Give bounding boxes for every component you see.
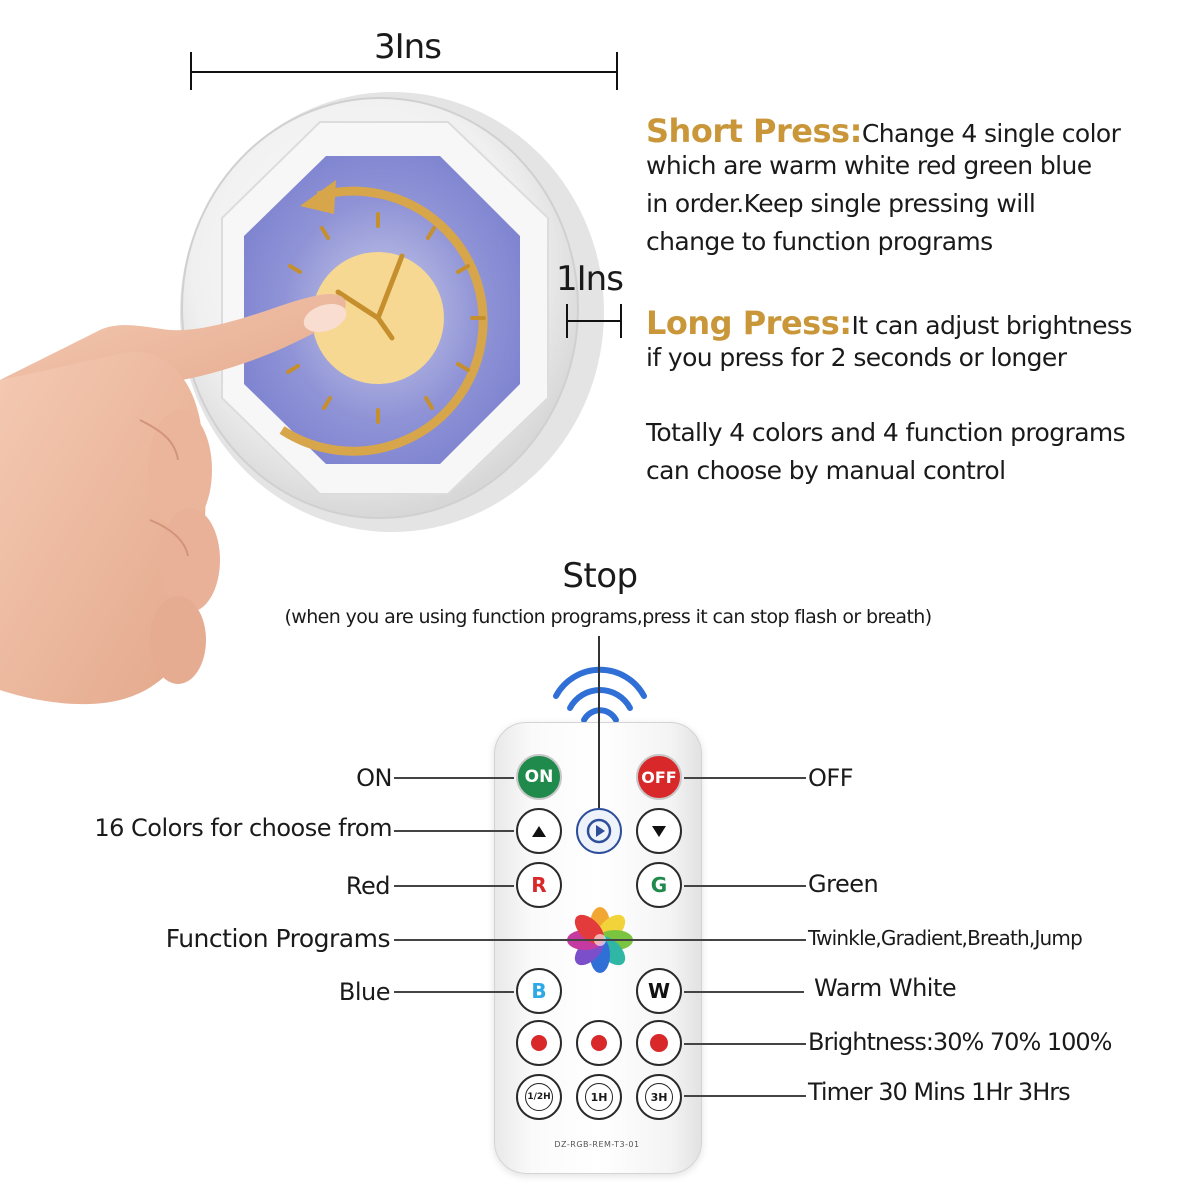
timer-1h-label: 1H: [585, 1083, 613, 1111]
leader-colors: [394, 830, 514, 832]
puck-light-illustration: [0, 92, 604, 705]
summary-line1: Totally 4 colors and 4 function programs: [646, 418, 1126, 447]
width-dimension-label: 3Ins: [374, 27, 442, 67]
leader-function: [394, 939, 610, 941]
signal-waves-icon: [553, 666, 647, 730]
leader-on: [394, 777, 514, 779]
timer-3h-label: 3H: [645, 1083, 673, 1111]
timer-3h-button[interactable]: 3H: [636, 1074, 682, 1120]
short-press-line4: change to function programs: [646, 227, 993, 256]
label-off: OFF: [808, 764, 854, 792]
leader-warm: [684, 991, 804, 993]
label-red: Red: [345, 872, 391, 900]
leader-modes: [604, 939, 806, 941]
long-press-line1: It can adjust brightness: [851, 311, 1133, 340]
leader-red: [394, 885, 514, 887]
height-dimension-tick-right: [620, 304, 622, 338]
off-button[interactable]: OFF: [636, 754, 682, 800]
short-press-title: Short Press:: [646, 112, 862, 150]
triangle-down-icon: [652, 825, 666, 837]
model-number: DZ-RGB-REM-T3-01: [554, 1140, 640, 1149]
leader-off: [684, 777, 806, 779]
brightness-30-button[interactable]: [516, 1020, 562, 1066]
width-dimension-tick-right: [616, 52, 618, 90]
red-button[interactable]: R: [516, 862, 562, 908]
height-dimension-tick-left: [566, 304, 568, 338]
on-button[interactable]: ON: [516, 754, 562, 800]
warm-white-button[interactable]: W: [636, 968, 682, 1014]
hand-icon: [0, 293, 347, 705]
sun-icon: [531, 1035, 547, 1051]
height-dimension-line: [566, 320, 622, 322]
label-brightness: Brightness:30% 70% 100%: [808, 1028, 1112, 1056]
label-on: ON: [356, 764, 392, 792]
brightness-70-button[interactable]: [576, 1020, 622, 1066]
stop-title: Stop: [562, 556, 638, 596]
leader-brightness: [684, 1043, 806, 1045]
label-function: Function Programs: [165, 924, 391, 953]
short-press-line1: Change 4 single color: [861, 119, 1121, 148]
short-press-block: Short Press:Change 4 single color which …: [646, 112, 1186, 261]
long-press-title: Long Press:: [646, 304, 852, 342]
sun-icon: [591, 1035, 607, 1051]
width-dimension-line: [190, 71, 618, 73]
stop-pointer-line: [598, 636, 600, 808]
width-dimension-tick-left: [190, 52, 192, 90]
blue-button[interactable]: B: [516, 968, 562, 1014]
leader-green: [684, 885, 806, 887]
label-colors: 16 Colors for choose from: [94, 814, 392, 842]
label-blue: Blue: [338, 978, 391, 1006]
brightness-100-button[interactable]: [636, 1020, 682, 1066]
label-warm: Warm White: [814, 974, 957, 1002]
stop-subtitle: (when you are using function programs,pr…: [284, 606, 932, 628]
timer-1h-button[interactable]: 1H: [576, 1074, 622, 1120]
height-dimension-label: 1Ins: [556, 259, 624, 299]
label-timer: Timer 30 Mins 1Hr 3Hrs: [808, 1078, 1071, 1106]
short-press-line2: which are warm white red green blue: [646, 151, 1092, 180]
stop-button[interactable]: [576, 808, 622, 854]
play-stop-icon: [586, 818, 612, 844]
label-green: Green: [808, 870, 879, 898]
long-press-line2: if you press for 2 seconds or longer: [646, 343, 1067, 372]
timer-30min-button[interactable]: 1/2H: [516, 1074, 562, 1120]
green-button[interactable]: G: [636, 862, 682, 908]
short-press-line3: in order.Keep single pressing will: [646, 189, 1036, 218]
triangle-up-icon: [532, 825, 546, 837]
leader-blue: [394, 991, 514, 993]
color-up-button[interactable]: [516, 808, 562, 854]
summary-block: Totally 4 colors and 4 function programs…: [646, 414, 1186, 490]
summary-line2: can choose by manual control: [646, 456, 1006, 485]
label-modes: Twinkle,Gradient,Breath,Jump: [808, 926, 1083, 950]
sun-icon: [650, 1034, 668, 1052]
timer-30min-label: 1/2H: [525, 1083, 553, 1111]
long-press-block: Long Press:It can adjust brightness if y…: [646, 304, 1186, 377]
color-down-button[interactable]: [636, 808, 682, 854]
leader-timer: [684, 1095, 806, 1097]
